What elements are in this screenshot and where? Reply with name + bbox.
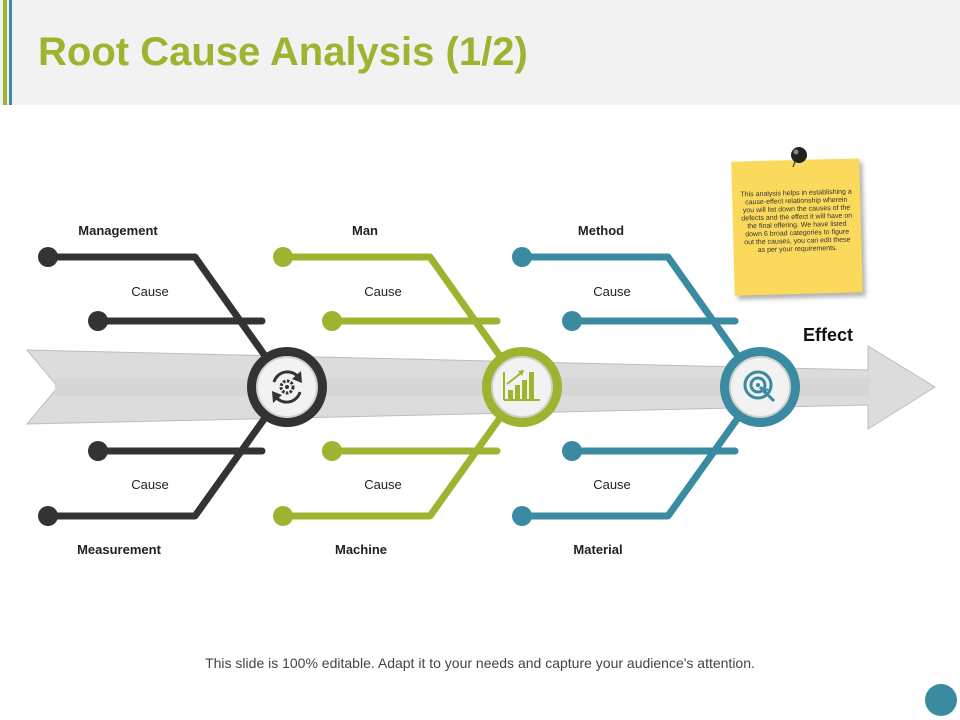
footer-caption: This slide is 100% editable. Adapt it to… [205, 655, 755, 671]
sticky-note: This analysis helps in establishing a ca… [731, 158, 863, 296]
cause-label: Cause [364, 477, 402, 492]
header-accent-green [3, 0, 7, 105]
target-icon [720, 347, 800, 427]
branch-node [273, 506, 293, 526]
branch-node [88, 441, 108, 461]
branch-node [322, 311, 342, 331]
branch-node [273, 247, 293, 267]
category-management: Management [78, 223, 158, 238]
push-pin-icon [791, 147, 807, 168]
branch-node [562, 441, 582, 461]
branch-node [512, 506, 532, 526]
category-machine: Machine [334, 542, 388, 557]
branch-node [322, 441, 342, 461]
bar-chart-growth-icon [482, 347, 562, 427]
category-material: Material [573, 542, 623, 557]
refresh-gear-icon [247, 347, 327, 427]
cause-label: Cause [131, 477, 169, 492]
corner-dot [925, 684, 957, 716]
page-title: Root Cause Analysis (1/2) [38, 30, 528, 74]
sticky-note-text: This analysis helps in establishing a ca… [740, 188, 853, 255]
category-method: Method [577, 223, 625, 238]
cause-label: Cause [593, 284, 631, 299]
header-accent-teal [9, 0, 12, 105]
branch-node [562, 311, 582, 331]
branch-node [38, 506, 58, 526]
branch-node [88, 311, 108, 331]
cause-label: Cause [364, 284, 402, 299]
branch-node [38, 247, 58, 267]
cause-label: Cause [131, 284, 169, 299]
effect-label: Effect [803, 325, 854, 345]
category-measurement: Measurement [77, 542, 161, 557]
category-man: Man [352, 223, 378, 238]
branch-node [512, 247, 532, 267]
header-band [0, 0, 960, 105]
cause-label: Cause [593, 477, 631, 492]
